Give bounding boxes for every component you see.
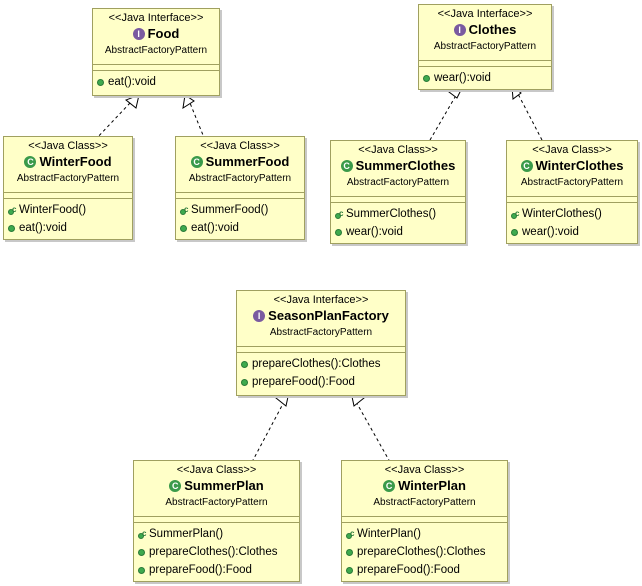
attributes-compartment <box>237 347 405 353</box>
class-name: SummerFood <box>205 154 290 169</box>
public-method-icon <box>511 228 518 236</box>
stereotype: <<Java Class>> <box>358 144 438 156</box>
public-method-icon <box>241 360 248 368</box>
operation: eat():void <box>108 76 156 88</box>
class-icon: C <box>169 480 182 492</box>
attributes-compartment <box>331 197 465 203</box>
constructor-icon <box>511 205 519 223</box>
public-method-icon <box>346 548 353 556</box>
operation: wear():void <box>434 72 491 84</box>
class-icon: C <box>24 156 37 168</box>
operation: prepareClothes():Clothes <box>149 546 278 558</box>
class-icon: C <box>190 156 203 168</box>
stereotype: <<Java Interface>> <box>273 294 369 306</box>
constructor: WinterClothes() <box>522 208 602 220</box>
interface-icon: I <box>132 28 145 40</box>
attributes-compartment <box>419 61 551 67</box>
stereotype: <<Java Class>> <box>384 464 465 476</box>
operation: prepareFood():Food <box>357 564 460 576</box>
package-name: AbstractFactoryPattern <box>346 177 450 188</box>
package-name: AbstractFactoryPattern <box>104 45 208 56</box>
food-triangle-left <box>125 94 140 109</box>
constructor-icon <box>8 201 16 219</box>
class-icon: C <box>520 160 533 172</box>
class-icon: C <box>383 480 396 492</box>
class-name: SeasonPlanFactory <box>268 308 389 323</box>
summerfood-to-food-line <box>189 102 206 141</box>
attributes-compartment <box>176 193 304 199</box>
food-triangle-right <box>182 94 195 110</box>
stereotype: <<Java Interface>> <box>108 12 204 24</box>
operation: prepareClothes():Clothes <box>357 546 486 558</box>
constructor: WinterFood() <box>19 204 87 216</box>
public-method-icon <box>346 566 353 574</box>
attributes-compartment <box>4 193 132 199</box>
constructor-icon <box>335 205 343 223</box>
stereotype: <<Java Class>> <box>28 140 108 152</box>
class-name: SummerPlan <box>184 478 264 493</box>
stereotype: <<Java Interface>> <box>437 8 533 20</box>
package-name: AbstractFactoryPattern <box>269 327 373 338</box>
constructor: SummerFood() <box>191 204 269 216</box>
package-name: AbstractFactoryPattern <box>433 41 537 52</box>
package-name: AbstractFactoryPattern <box>16 173 120 184</box>
constructor: SummerClothes() <box>346 208 437 220</box>
public-method-icon <box>335 228 342 236</box>
attributes-compartment <box>342 517 507 523</box>
interface-icon: I <box>453 24 466 36</box>
class-name: SummerClothes <box>355 158 456 173</box>
package-name: AbstractFactoryPattern <box>165 497 268 508</box>
public-method-icon <box>241 378 248 386</box>
winterclothes-to-clothes-line <box>516 91 543 141</box>
public-method-icon <box>138 548 145 556</box>
package-name: AbstractFactoryPattern <box>520 177 624 188</box>
class-icon: C <box>340 160 353 172</box>
class-name: Food <box>147 26 180 41</box>
package-name: AbstractFactoryPattern <box>373 497 476 508</box>
attributes-compartment <box>93 65 219 71</box>
class-name: WinterPlan <box>398 478 466 493</box>
public-method-icon <box>97 78 104 86</box>
winterplan-to-factory-line <box>354 399 391 463</box>
summerplan-to-factory-line <box>251 399 286 463</box>
public-method-icon <box>138 566 145 574</box>
operation: prepareClothes():Clothes <box>252 358 381 370</box>
class-name: Clothes <box>468 22 517 37</box>
interface-icon: I <box>253 310 266 322</box>
public-method-icon <box>180 224 187 232</box>
constructor: SummerPlan() <box>149 528 224 540</box>
constructor-icon <box>138 525 146 543</box>
attributes-compartment <box>134 517 299 523</box>
constructor: WinterPlan() <box>357 528 421 540</box>
stereotype: <<Java Class>> <box>532 144 612 156</box>
operation: prepareFood():Food <box>149 564 252 576</box>
public-method-icon <box>8 224 15 232</box>
operation: eat():void <box>191 222 239 234</box>
operation: eat():void <box>19 222 67 234</box>
operation: prepareFood():Food <box>252 376 355 388</box>
winterfood-to-food-line <box>94 102 131 141</box>
package-name: AbstractFactoryPattern <box>188 173 292 184</box>
class-name: WinterFood <box>39 154 112 169</box>
stereotype: <<Java Class>> <box>200 140 280 152</box>
public-method-icon <box>423 74 430 82</box>
operation: wear():void <box>346 226 403 238</box>
class-name: WinterClothes <box>535 158 624 173</box>
operation: wear():void <box>522 226 579 238</box>
attributes-compartment <box>507 197 637 203</box>
summerclothes-to-clothes-line <box>429 91 459 141</box>
stereotype: <<Java Class>> <box>176 464 257 476</box>
constructor-icon <box>180 201 188 219</box>
constructor-icon <box>346 525 354 543</box>
